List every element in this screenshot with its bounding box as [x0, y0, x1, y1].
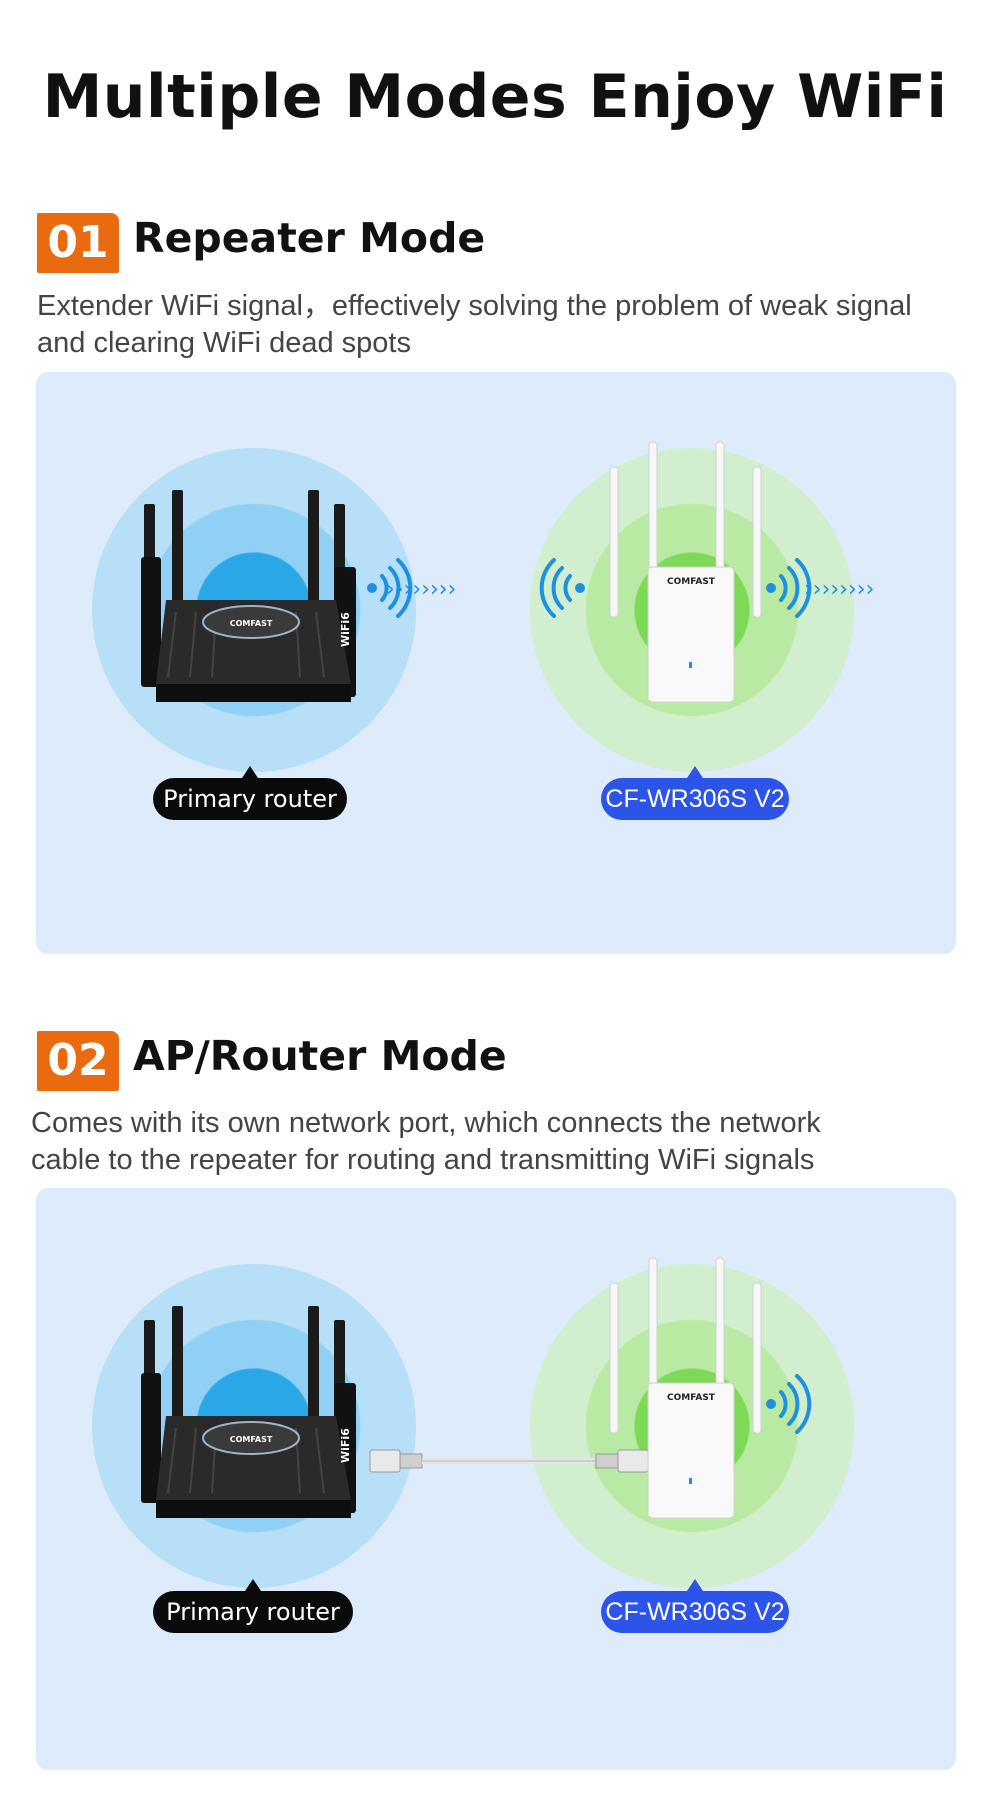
router-label: Primary router	[153, 766, 347, 820]
section-description: Extender WiFi signal，effectively solving…	[37, 288, 912, 362]
arrow-chevrons-icon: ››››››››	[386, 577, 456, 602]
ap-router-diagram: COMFAST WiFi6 COMFAST	[92, 1257, 854, 1588]
wifi-signal-icon	[766, 1374, 812, 1434]
section-title: AP/Router Mode	[133, 1032, 507, 1080]
diagram-panel: COMFAST WiFi6 COMFAST	[36, 1188, 956, 1770]
description-line: cable to the repeater for routing and tr…	[31, 1144, 815, 1176]
repeater-device-image: COMFAST	[609, 441, 762, 703]
router-label-text: Primary router	[163, 785, 337, 813]
device-label: CF-WR306S V2	[601, 766, 789, 820]
router-label-text: Primary router	[166, 1598, 340, 1626]
router-image: COMFAST WiFi6	[141, 1306, 356, 1518]
router-wifi-mark: WiFi6	[339, 1428, 352, 1463]
page-title: Multiple Modes Enjoy WiFi	[42, 62, 948, 132]
router-image: COMFAST WiFi6	[141, 490, 356, 702]
router-wifi-mark: WiFi6	[339, 612, 352, 647]
device-brand-text: COMFAST	[667, 577, 716, 587]
wifi-signal-icon	[766, 558, 812, 618]
section-title: Repeater Mode	[133, 214, 486, 262]
section-description: Comes with its own network port, which c…	[31, 1105, 821, 1179]
device-label-text: CF-WR306S V2	[605, 785, 785, 813]
arrow-chevrons-icon: ››››››››	[804, 577, 874, 602]
diagram-panel: COMFAST WiFi6 ››››››››	[36, 372, 956, 954]
wifi-signal-icon	[367, 558, 413, 618]
device-brand-text: COMFAST	[667, 1393, 716, 1403]
ethernet-cable-icon	[369, 1449, 649, 1473]
description-line: Comes with its own network port, which c…	[31, 1107, 821, 1139]
router-brand-text: COMFAST	[230, 619, 273, 628]
section-number-badge: 02	[37, 1031, 119, 1091]
device-label: CF-WR306S V2	[601, 1579, 789, 1633]
device-label-text: CF-WR306S V2	[605, 1598, 785, 1626]
repeater-diagram: COMFAST WiFi6 ››››››››	[92, 441, 874, 772]
wifi-signal-icon	[539, 558, 585, 618]
router-label: Primary router	[153, 1579, 353, 1633]
description-line: Extender WiFi signal，effectively solving…	[37, 290, 912, 322]
section-number-badge: 01	[37, 213, 119, 273]
repeater-device-image: COMFAST	[609, 1257, 762, 1519]
router-brand-text: COMFAST	[230, 1435, 273, 1444]
description-line: and clearing WiFi dead spots	[37, 327, 411, 359]
